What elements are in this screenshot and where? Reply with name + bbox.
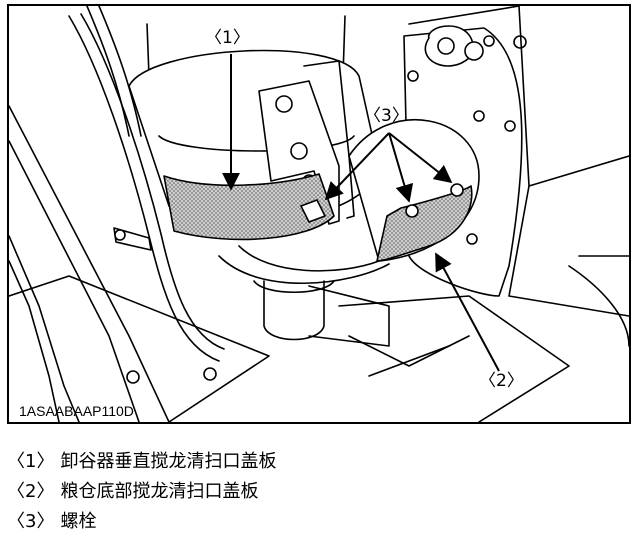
hose-left [68,6,225,362]
right-side-panel [508,6,629,347]
leader-3a [324,132,390,201]
cover-2-shape [376,183,473,262]
legend-text: 粮仓底部搅龙清扫口盖板 [60,481,259,502]
callout-1-label: 〈1〉 [205,28,250,48]
legend-text: 螺栓 [60,511,97,532]
legend-item-1: 〈1〉 卸谷器垂直搅龙清扫口盖板 [7,447,627,477]
legend-text: 卸谷器垂直搅龙清扫口盖板 [60,451,277,472]
figure-frame: 〈1〉 〈3〉 〈2〉 1ASAABAAP110D [7,4,631,424]
callout-2-label: 〈2〉 [479,371,524,391]
bottom-outlet [253,280,390,347]
clamp [113,227,152,251]
figure-code: 1ASAABAAP110D [19,403,134,419]
leader-2 [435,252,500,372]
legend-item-2: 〈2〉 粮仓底部搅龙清扫口盖板 [7,477,627,507]
legend: 〈1〉 卸谷器垂直搅龙清扫口盖板 〈2〉 粮仓底部搅龙清扫口盖板 〈3〉 螺栓 [7,447,627,537]
leader-3b [388,132,414,203]
legend-key: 〈2〉 [7,481,55,502]
legend-key: 〈3〉 [7,511,55,532]
machine-illustration [9,6,629,422]
cover-1-shape [163,173,335,241]
legend-item-3: 〈3〉 螺栓 [7,507,627,537]
leader-3c [388,132,453,184]
legend-key: 〈1〉 [7,451,55,472]
base-plate [9,275,570,422]
callout-3-label: 〈3〉 [364,106,409,126]
left-frame-rail [9,105,170,422]
